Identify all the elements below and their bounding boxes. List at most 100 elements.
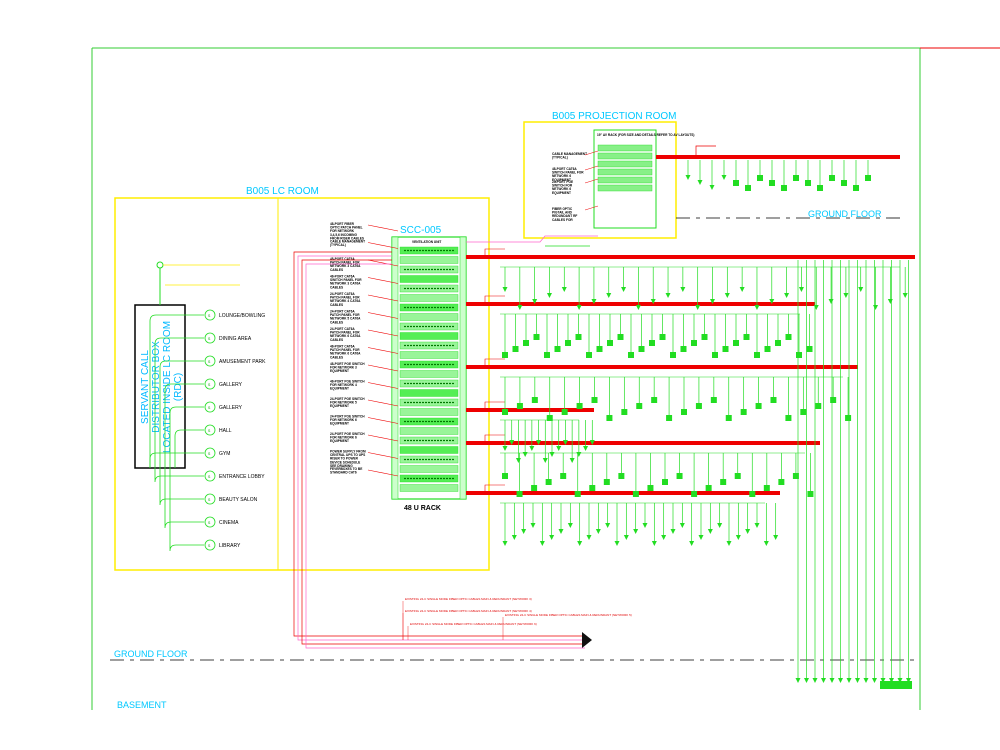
- rack-unit: [399, 332, 459, 340]
- call-point-label: CINEMA: [219, 520, 239, 526]
- arrow-icon: [633, 529, 639, 534]
- rack-note-line: (TYPICAL): [330, 243, 346, 247]
- rack-note-line: CENTRAL UPS TO UPS: [330, 453, 365, 457]
- rack-note-leader: [367, 417, 399, 424]
- call-point-label: GALLERY: [219, 405, 243, 411]
- arrow-icon: [591, 299, 597, 304]
- device-icon: [733, 340, 739, 346]
- device-icon: [670, 352, 676, 358]
- arrow-icon: [650, 299, 656, 304]
- av-rack-units: [597, 144, 653, 192]
- call-wire: [169, 468, 204, 552]
- branch-row-3: [500, 419, 595, 463]
- rack-note-line: 48-PORT CAT6A: [330, 275, 355, 279]
- call-wire: [154, 337, 204, 468]
- device-icon: [710, 397, 717, 403]
- rack-note-leader: [367, 347, 399, 354]
- rack-note-line: NETWORK 3 CAT6A: [330, 264, 361, 268]
- device-icon: [617, 334, 624, 340]
- arrow-icon: [595, 529, 601, 534]
- arrow-icon: [651, 541, 657, 546]
- rack-note-line: FEVERBOXES TO BE: [330, 467, 362, 471]
- device-icon: [546, 415, 553, 421]
- riser-note-2: EXISTING 24-C SINGLE MODE FIBER OPTIC CA…: [502, 613, 632, 640]
- device-icon: [845, 415, 852, 421]
- av-note-line: EQUIPMENT: [552, 178, 571, 182]
- basement-equipment-block: [880, 681, 912, 689]
- av-note-line: 24-PORT POE: [552, 180, 573, 184]
- device-icon: [830, 397, 837, 403]
- call-point-4: S GALLERY: [169, 401, 243, 468]
- rack-note-line: FOR NETWORK 4: [330, 383, 357, 387]
- av-note-line: REDUNDANT RF: [552, 214, 577, 218]
- device-icon: [764, 346, 771, 352]
- ground-floor-label-left: GROUND FLOOR: [114, 649, 188, 659]
- branch-row-0: [500, 266, 908, 310]
- riser-cable: [305, 263, 585, 649]
- device-icon: [807, 491, 814, 497]
- tray-tap: [484, 434, 505, 443]
- rack-unit: [399, 408, 459, 416]
- av-note-leader: [584, 205, 599, 211]
- arrow-icon: [621, 287, 627, 292]
- device-icon: [853, 185, 859, 191]
- device-icon: [502, 409, 508, 415]
- call-wire: [154, 468, 204, 483]
- device-icon: [502, 473, 508, 479]
- arrow-icon: [697, 180, 703, 185]
- device-icon: [651, 397, 658, 403]
- av-note-line: PIGTAIL AND: [552, 211, 573, 215]
- device-icon: [523, 340, 529, 346]
- device-icon: [691, 491, 698, 497]
- call-point-symbol: [204, 447, 216, 459]
- rack-note-line: EQUIPMENT: [330, 439, 349, 443]
- device-icon: [561, 409, 568, 415]
- rack-note-line: NETWORK 5 CAT6A: [330, 317, 361, 321]
- arrow-icon: [804, 678, 809, 683]
- arrow-icon: [906, 678, 911, 683]
- tray-tap: [484, 484, 505, 493]
- arrow-icon: [562, 440, 568, 445]
- arrow-icon: [872, 678, 877, 683]
- device-icon: [722, 346, 729, 352]
- rack-note-line: EQUIPMENT: [330, 422, 349, 426]
- call-point-symbol: [204, 539, 216, 551]
- arrow-icon: [502, 287, 508, 292]
- arrow-icon: [795, 678, 801, 683]
- rack-unit: [399, 484, 459, 492]
- basement-riser-drops: [795, 260, 912, 689]
- call-wire: [159, 468, 204, 506]
- call-point-symbol-letter: S: [208, 360, 211, 364]
- rack-note-line: 48-PORT POE SWITCH: [330, 380, 365, 384]
- device-icon: [676, 473, 683, 479]
- call-point-symbol-letter: S: [208, 337, 211, 341]
- rack-note-leader: [367, 259, 399, 267]
- device-icon: [754, 352, 760, 358]
- device-icon: [755, 403, 762, 409]
- branch-row-4: [500, 452, 814, 497]
- rack-note-leader: [367, 294, 399, 302]
- projection-room: B005 PROJECTION ROOM: [523, 111, 677, 239]
- call-point-symbol-letter: S: [208, 429, 211, 433]
- rack-note-line: EQUIPMENT: [330, 404, 349, 408]
- rack-note-leader: [367, 312, 399, 319]
- call-wire: [164, 383, 204, 468]
- call-point-symbol: [204, 332, 216, 344]
- device-icon: [785, 334, 792, 340]
- riser-note-text: EXISTING 24-C SINGLE MODE FIBER OPTIC CA…: [410, 622, 537, 626]
- device-icon: [829, 175, 835, 181]
- av-note-line: FIBER OPTIC: [552, 207, 573, 211]
- device-icon: [512, 346, 519, 352]
- arrow-icon: [873, 305, 879, 310]
- device-icon: [628, 352, 634, 358]
- call-wire: [174, 429, 204, 468]
- arrow-icon: [569, 458, 575, 463]
